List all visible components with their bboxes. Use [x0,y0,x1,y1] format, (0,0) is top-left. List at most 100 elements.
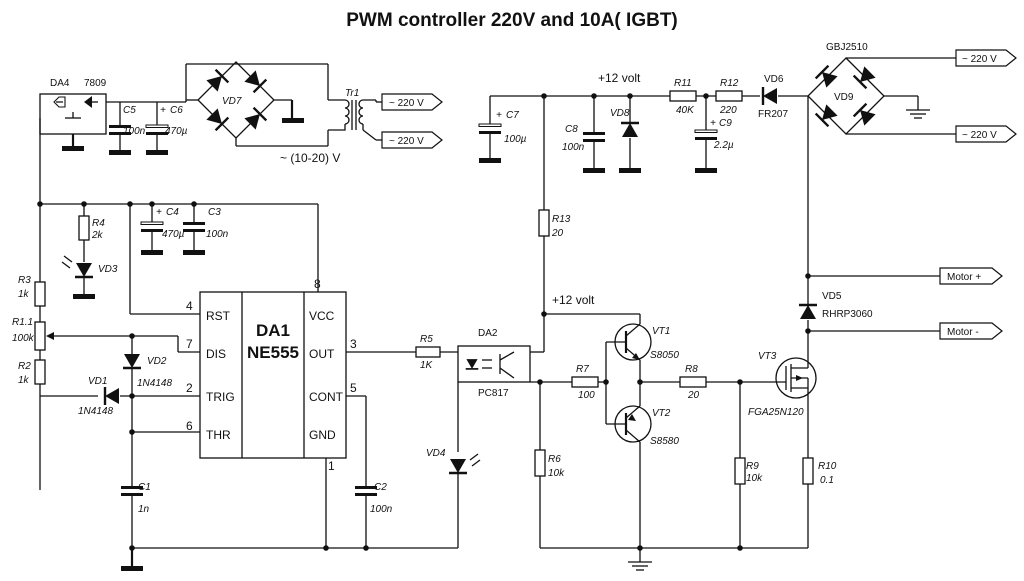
c6-ref: C6 [170,105,183,116]
svg-text:6: 6 [186,419,193,433]
svg-text:~ 220 V: ~ 220 V [389,98,424,109]
vd8-ref: VD8 [610,108,630,119]
svg-text:Motor -: Motor - [947,327,979,338]
potentiometer-r1-1: R1.1 100k [12,317,178,351]
vd9-ref: VD9 [834,92,854,103]
port-motor-plus: Motor + [939,267,1003,285]
r4-ref: R4 [92,218,105,229]
r9-val: 10k [746,473,763,484]
svg-text:8: 8 [314,277,321,291]
c1-val: 1n [138,504,150,515]
svg-text:~ 220 V: ~ 220 V [389,136,424,147]
ic-da1-ne555: DA1 NE555 RST DIS TRIG THR VCC OUT CONT … [186,277,357,473]
port-ac-in-1: ~ 220 V [381,93,443,111]
svg-text:DIS: DIS [206,347,226,361]
diode-vd6: VD6 FR207 [758,74,808,120]
c9-val: 2.2µ [713,140,734,151]
resistor-r6: R6 10k [534,449,565,548]
resistor-r9: R9 10k [734,457,763,548]
capacitor-c5: C5 100n [109,102,146,155]
port-ac-in-2: ~ 220 V [381,131,443,149]
svg-text:THR: THR [206,428,231,442]
r5-ref: R5 [420,334,433,345]
led-vd3: VD3 [61,255,118,299]
r7-ref: R7 [576,364,589,375]
c3-val: 100n [206,229,229,240]
led-vd4: VD4 [426,448,481,548]
capacitor-c4: + C4 470µ [140,204,185,255]
r6-ref: R6 [548,454,561,465]
svg-text:RST: RST [206,309,231,323]
capacitor-c3: C3 100n [183,204,229,255]
igbt-vt3: VT3 FGA25N120 [748,351,817,418]
r8-ref: R8 [685,364,698,375]
capacitor-c8: C8 100n [562,96,605,173]
c6-plus: + [160,105,166,116]
r9-ref: R9 [746,461,759,472]
vd5-part: RHRP3060 [822,309,873,320]
svg-text:1: 1 [328,459,335,473]
c2-ref: C2 [374,482,387,493]
r2-ref: R2 [18,361,31,372]
svg-text:2: 2 [186,381,193,395]
port-ac-in-3: ~ 220 V [955,49,1017,67]
resistor-r7: R7 100 [571,364,599,401]
regulator-da4: DA4 7809 [39,78,107,151]
resistor-r3: R3 1k [18,275,46,307]
vd6-part: FR207 [758,109,788,120]
vt3-part: FGA25N120 [748,407,804,418]
resistor-r4: R4 2k [78,204,105,262]
vd3-ref: VD3 [98,264,118,275]
r2-val: 1k [18,375,30,386]
c4-plus: + [156,207,162,218]
r4-val: 2k [91,230,104,241]
r8-val: 20 [687,390,700,401]
vt3-ref: VT3 [758,351,777,362]
r13-val: 20 [551,228,564,239]
resistor-r11: R11 40K [669,78,697,116]
r11pot-val: 100k [12,333,35,344]
c7-plus: + [496,110,502,121]
c7-ref: C7 [506,110,519,121]
c1-ref: C1 [138,482,151,493]
capacitor-c6: + C6 470µ [145,102,188,155]
optocoupler-da2: DA2 PC817 [457,328,531,399]
transformer-tr1: Tr1 ~ (10-20) V [280,88,377,165]
diode-vd5: VD5 RHRP3060 [797,276,873,331]
c7-val: 100µ [504,134,527,145]
vd4-ref: VD4 [426,448,446,459]
vd1-part: 1N4148 [78,406,113,417]
zener-vd8: VD8 [610,96,641,173]
r5-val: 1K [420,360,434,371]
c8-val: 100n [562,142,585,153]
vt1-part: S8050 [650,350,679,361]
transistor-vt2: VT2 S8580 [606,382,679,548]
svg-text:CONT: CONT [309,390,344,404]
svg-text:~ 220 V: ~ 220 V [962,130,997,141]
r10-val: 0.1 [820,475,834,486]
resistor-r12: R12 220 [715,78,743,116]
resistor-r2: R2 1k [18,359,46,386]
da1-ref: DA1 [256,321,290,340]
vd9-part: GBJ2510 [826,42,868,53]
c4-val: 470µ [162,229,185,240]
svg-text:GND: GND [309,428,336,442]
svg-text:3: 3 [350,337,357,351]
tr1-ref: Tr1 [345,88,359,99]
vt2-ref: VT2 [652,408,671,419]
diagram-title: PWM controller 220V and 10A( IGBT) [346,10,678,31]
r11pot-ref: R1.1 [12,317,33,328]
svg-text:4: 4 [186,299,193,313]
vd2-part: 1N4148 [137,378,172,389]
port-motor-minus: Motor - [939,322,1003,340]
c6-val: 470µ [165,126,188,137]
c9-ref: C9 [719,118,732,129]
c5-ref: C5 [123,105,136,116]
r12-val: 220 [719,105,737,116]
rail-12v-top: +12 volt [598,71,641,85]
vd2-ref: VD2 [147,356,167,367]
r7-val: 100 [578,390,595,401]
capacitor-c7: + C7 100µ [478,110,527,163]
r6-val: 10k [548,468,565,479]
